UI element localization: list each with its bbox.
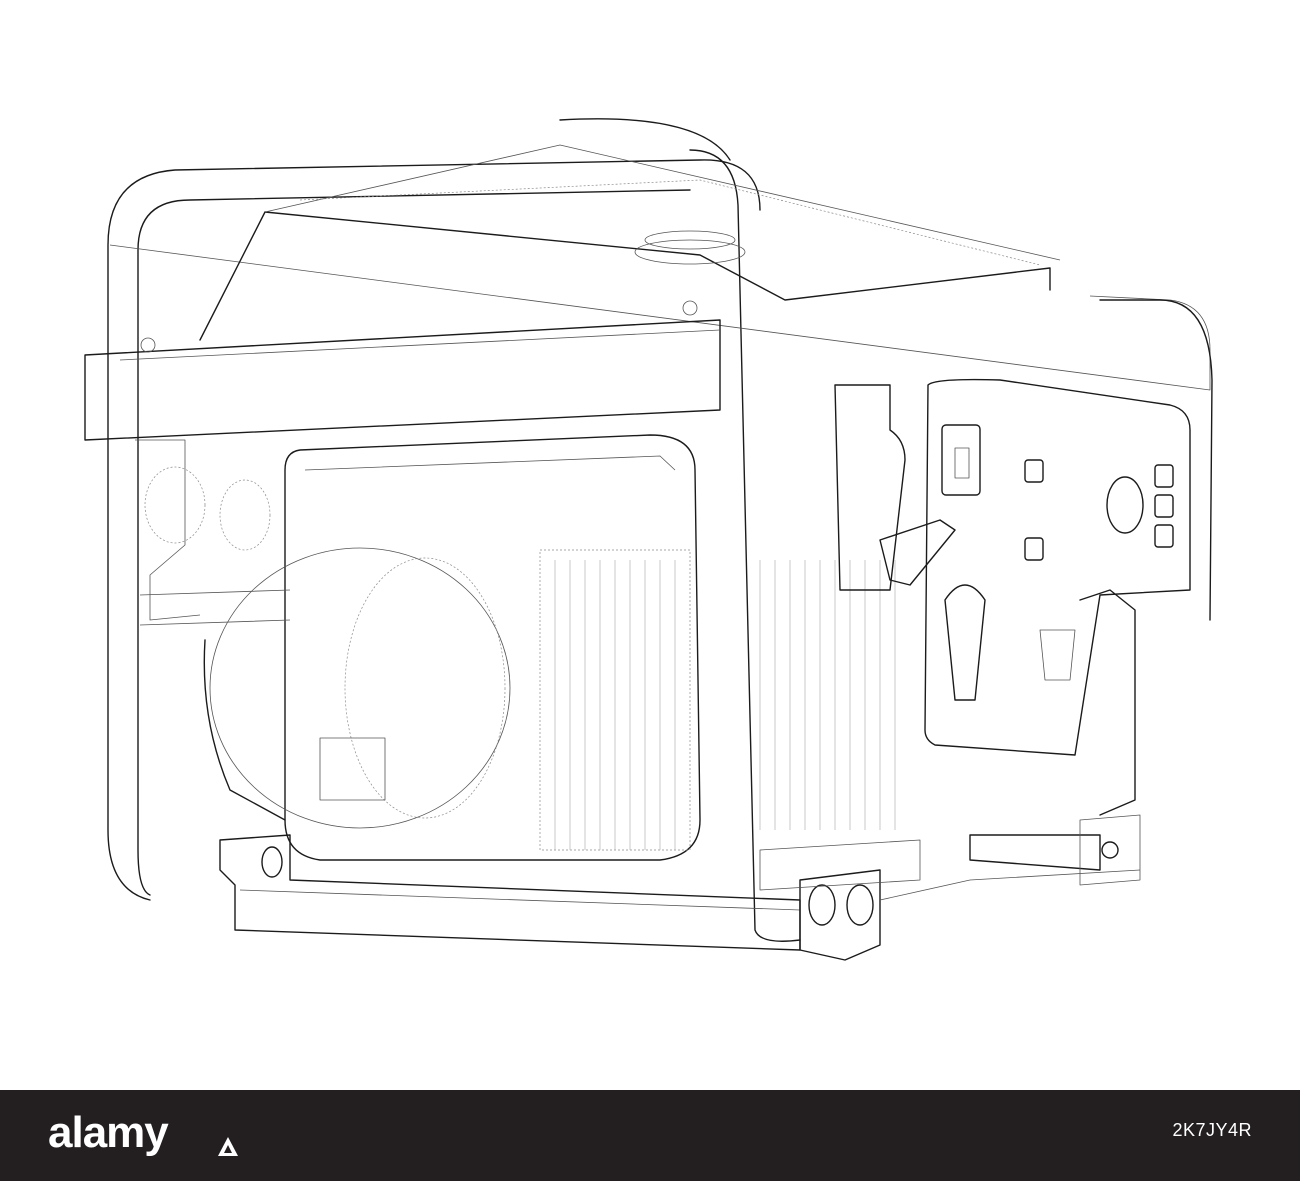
fin-base-plate (759, 839, 921, 891)
side-bracket (1079, 589, 1136, 816)
indicator-light-bottom (1024, 537, 1044, 561)
rear-foot-bolt (1101, 841, 1119, 859)
starter-handle (319, 737, 386, 801)
engine-housing-lip (304, 455, 676, 471)
cooling-fins (539, 549, 896, 851)
rear-port-1 (144, 466, 206, 544)
indicator-light-top (1024, 459, 1044, 483)
top-cover (199, 211, 1051, 341)
foot-bolt-rear (261, 846, 283, 878)
fuel-cap (634, 239, 746, 265)
battery-tray (969, 834, 1101, 871)
rear-frame-tube (107, 159, 761, 901)
side-frame-tube (1099, 299, 1213, 621)
alamy-logo-text: alamy (48, 1108, 169, 1157)
rear-frame-tube-inner (137, 189, 691, 896)
panel-handle-bracket (834, 384, 906, 591)
foot-bolt-right (846, 884, 874, 926)
bolt-left (140, 337, 156, 353)
switch-rocker (954, 447, 970, 479)
outlet-socket (1106, 476, 1144, 534)
rear-housing-side (135, 439, 201, 621)
watermark-footer-bar: alamy 2K7JY4R (0, 1090, 1300, 1181)
outlet-pin-2 (1154, 494, 1174, 518)
bolt-right (682, 300, 698, 316)
rear-foot-mount (1079, 814, 1141, 886)
recoil-starter-inner (344, 557, 506, 819)
cross-bar-edge (119, 329, 721, 361)
generator-wireframe-illustration (84, 118, 1213, 961)
foot-bolt-left (808, 884, 836, 926)
front-frame-tube (689, 149, 801, 942)
image-id: 2K7JY4R (1172, 1120, 1252, 1140)
fuel-cap-top (644, 230, 736, 250)
front-foot-mount (799, 869, 881, 961)
outlet-pin-3 (1154, 524, 1174, 548)
rear-muffler-tube (139, 589, 291, 626)
base-rail-edge (239, 889, 801, 911)
recoil-starter-outer (209, 547, 511, 829)
fuel-valve (944, 584, 986, 701)
control-panel (924, 378, 1191, 756)
engine-housing (284, 434, 701, 861)
front-frame-tube-outer (559, 118, 731, 161)
alamy-a-mark-icon (218, 1137, 238, 1156)
top-frame-rail (109, 244, 1211, 391)
front-cross-bar (84, 319, 721, 441)
top-cover-hidden (299, 179, 1041, 266)
spark-plug (1039, 629, 1076, 681)
choke-lever (879, 519, 956, 586)
outlet-pin-1 (1154, 464, 1174, 488)
rear-port-2 (219, 479, 271, 551)
top-cover-ridge (264, 144, 1061, 261)
starter-cover-curve (203, 639, 286, 821)
base-rail-right (879, 869, 1141, 901)
switch-toggle (941, 424, 981, 496)
